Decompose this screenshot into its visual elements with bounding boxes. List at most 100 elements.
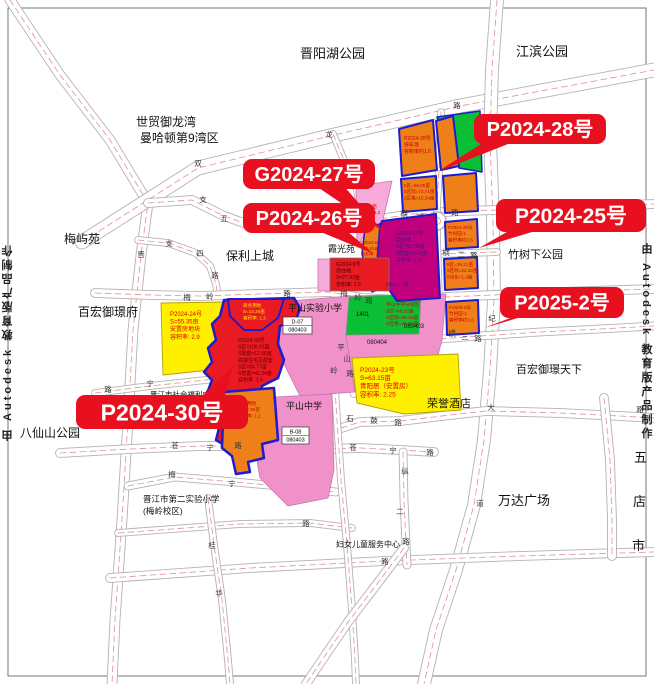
road-name-char: 路: [451, 207, 459, 217]
road-name-char: 双: [194, 159, 202, 168]
road-name-char: 路: [474, 333, 482, 343]
parcel-text-parcel-P2024-30: S配套=12.56亩: [238, 350, 272, 357]
road-name-char: 路: [283, 288, 291, 298]
parcel-text-parcel-30-orange: 容积率: 1.2: [238, 412, 261, 419]
parcel-text-parcel-P2024-24: P2024-24号: [170, 311, 202, 318]
parcel-text-parcel-P2025-2: 竹树园-2: [449, 310, 467, 317]
parcel-text-green-1401-school-branch: S区格=26.17亩: [386, 320, 419, 327]
parcel-text-green-1401-school-branch: 平山中学分校区: [386, 301, 420, 308]
parcel-text-parcel-28-south: 5区格=15.34亩: [404, 194, 435, 201]
place-label: 市: [632, 538, 645, 553]
parcel-parcel-28-east: [435, 115, 460, 171]
parcel-text-parcel-red-west: 容积率: 2.5: [336, 281, 361, 288]
parcel-text-parcel-30-orange: S=32.95亩: [238, 406, 260, 413]
road-name-char: 岭: [330, 365, 338, 375]
road-centerline-guihua-road: [207, 497, 231, 684]
callout-pill: [474, 114, 606, 144]
parcel-text-parcel-P2024-23: P2024-23号: [360, 366, 395, 374]
callout-text: P2025-2号: [514, 292, 610, 315]
road-name-char: 路: [402, 536, 410, 546]
parcel-text-parcel-P2024-24: S=55.35亩: [170, 318, 199, 326]
parcel-parcel-P2025-2: [445, 299, 480, 336]
parcel-parcel-30-fan: [227, 298, 285, 331]
callout-P2024-25号: P2024-25号: [479, 199, 646, 248]
road-name-char: 路: [234, 440, 242, 450]
place-label: 梅屿苑: [64, 231, 100, 246]
road-centerline-zhisi-road: [137, 239, 218, 293]
road-centerline-wanda-east-road: [603, 397, 613, 557]
parcel-parcel-P2024-23: [351, 353, 462, 415]
place-label: 竹树下公园: [508, 247, 563, 261]
road-name-char: 路: [365, 295, 373, 305]
parcel-text-parcel-red-west: 商住地: [336, 268, 351, 275]
callout-pill: [76, 395, 248, 429]
parcel-text-green-1401-school-branch: S区际=96.35亩: [386, 314, 419, 321]
callout-pill: [496, 199, 646, 232]
road-name-char: 大: [487, 402, 495, 412]
road-name-char: 岭: [354, 292, 362, 302]
road-name-char: 路: [346, 368, 354, 378]
callout-tail: [479, 229, 532, 248]
parcel-text-parcel-P2024-24: 容积率: 2.9: [170, 333, 200, 341]
parcel-text-parcel-25-south: 5区=39.21亩: [447, 261, 473, 268]
callout-text: G2024-27号: [255, 163, 364, 186]
parcel-text-parcel-P2024-23: 容积率: 2.25: [360, 389, 396, 398]
road-name-char: 龙: [325, 129, 333, 139]
road-name-char: 宁: [389, 445, 397, 455]
place-label: (梅岭校区): [143, 506, 183, 516]
parcel-text-parcel-P2024-24: 安置房地块: [170, 325, 200, 333]
parcel-parcel-P2024-28: [398, 119, 438, 177]
road-centerline-shiji-avenue: [423, 0, 498, 684]
place-label: 八仙山公园: [20, 426, 80, 440]
callout-P2024-30号: P2024-30号: [76, 366, 248, 429]
road-name-char: 路: [211, 270, 219, 280]
road-name-char: 五: [220, 214, 228, 223]
parcel-text-parcel-P2024-23: S=63.15亩: [360, 373, 391, 382]
parcel-text-parcel-P2024-28: 容积率约1.6: [404, 148, 431, 155]
parcel-text-parcel-P2024-25: 容积率约2.6: [448, 236, 473, 243]
place-label: 平山中学: [286, 400, 322, 411]
road-name-char: 岭: [206, 291, 214, 301]
road-name-char: 石: [346, 414, 354, 423]
parcel-text-green-1401-school-branch: S区=98.52亩: [386, 307, 414, 314]
road-centerline-south-curve-road: [305, 547, 405, 684]
place-label: 1401: [356, 312, 370, 318]
road-name-char: 路: [426, 447, 434, 457]
parcel-pink-small-strip: [317, 258, 331, 292]
parcel-parcel-red-west: [329, 257, 390, 292]
callout-pill: [500, 287, 624, 318]
road-name-char: 山: [343, 353, 351, 363]
callout-text: P2024-25号: [515, 205, 627, 228]
road-name-char: 三: [461, 332, 469, 341]
place-label: 世贸御龙湾: [136, 114, 196, 129]
road-name-char: 路: [394, 417, 402, 427]
place-label: 080403: [404, 324, 425, 330]
road-name-char: 二: [396, 507, 404, 516]
road-name-char: 苍: [171, 440, 179, 450]
callout-text: P2024-28号: [487, 118, 594, 141]
road-name-char: 四: [196, 249, 204, 258]
parcel-parcel-28-south: [400, 175, 438, 213]
parcel-text-parcel-25-south: 5区际=32.32亩: [447, 267, 478, 274]
parcel-text-parcel-P2024-25: 竹树园-1: [448, 230, 466, 237]
road-name-char: 一: [416, 210, 424, 219]
callout-pill: [243, 159, 375, 189]
road-name-char: 宁: [228, 478, 236, 488]
road-name-char: 纪: [488, 313, 496, 323]
place-label: 荣誉酒店: [427, 396, 471, 410]
road-centerline-heng3-road: [439, 325, 654, 340]
place-label: 妇女儿童服务中心: [336, 539, 400, 549]
place-label: 晋阳湖公园: [300, 46, 365, 61]
road-name-char: 梅: [183, 292, 191, 302]
place-label: 保利上城: [226, 249, 274, 263]
parcel-text-parcel-P2024-26-strip: S=5.91亩: [361, 245, 379, 252]
road-centerline-long-south-road: [109, 551, 654, 579]
parcel-text-parcel-G2024-27: S配套=3.47亩: [396, 250, 427, 257]
parcel-text-parcel-P2025-2: 容积率约2.6: [449, 316, 474, 323]
callout-tail: [200, 366, 233, 404]
parcel-text-parcel-30-fan: 商务用地: [243, 302, 262, 309]
parcel-text-parcel-P2024-25: P2024-25号: [448, 225, 473, 231]
